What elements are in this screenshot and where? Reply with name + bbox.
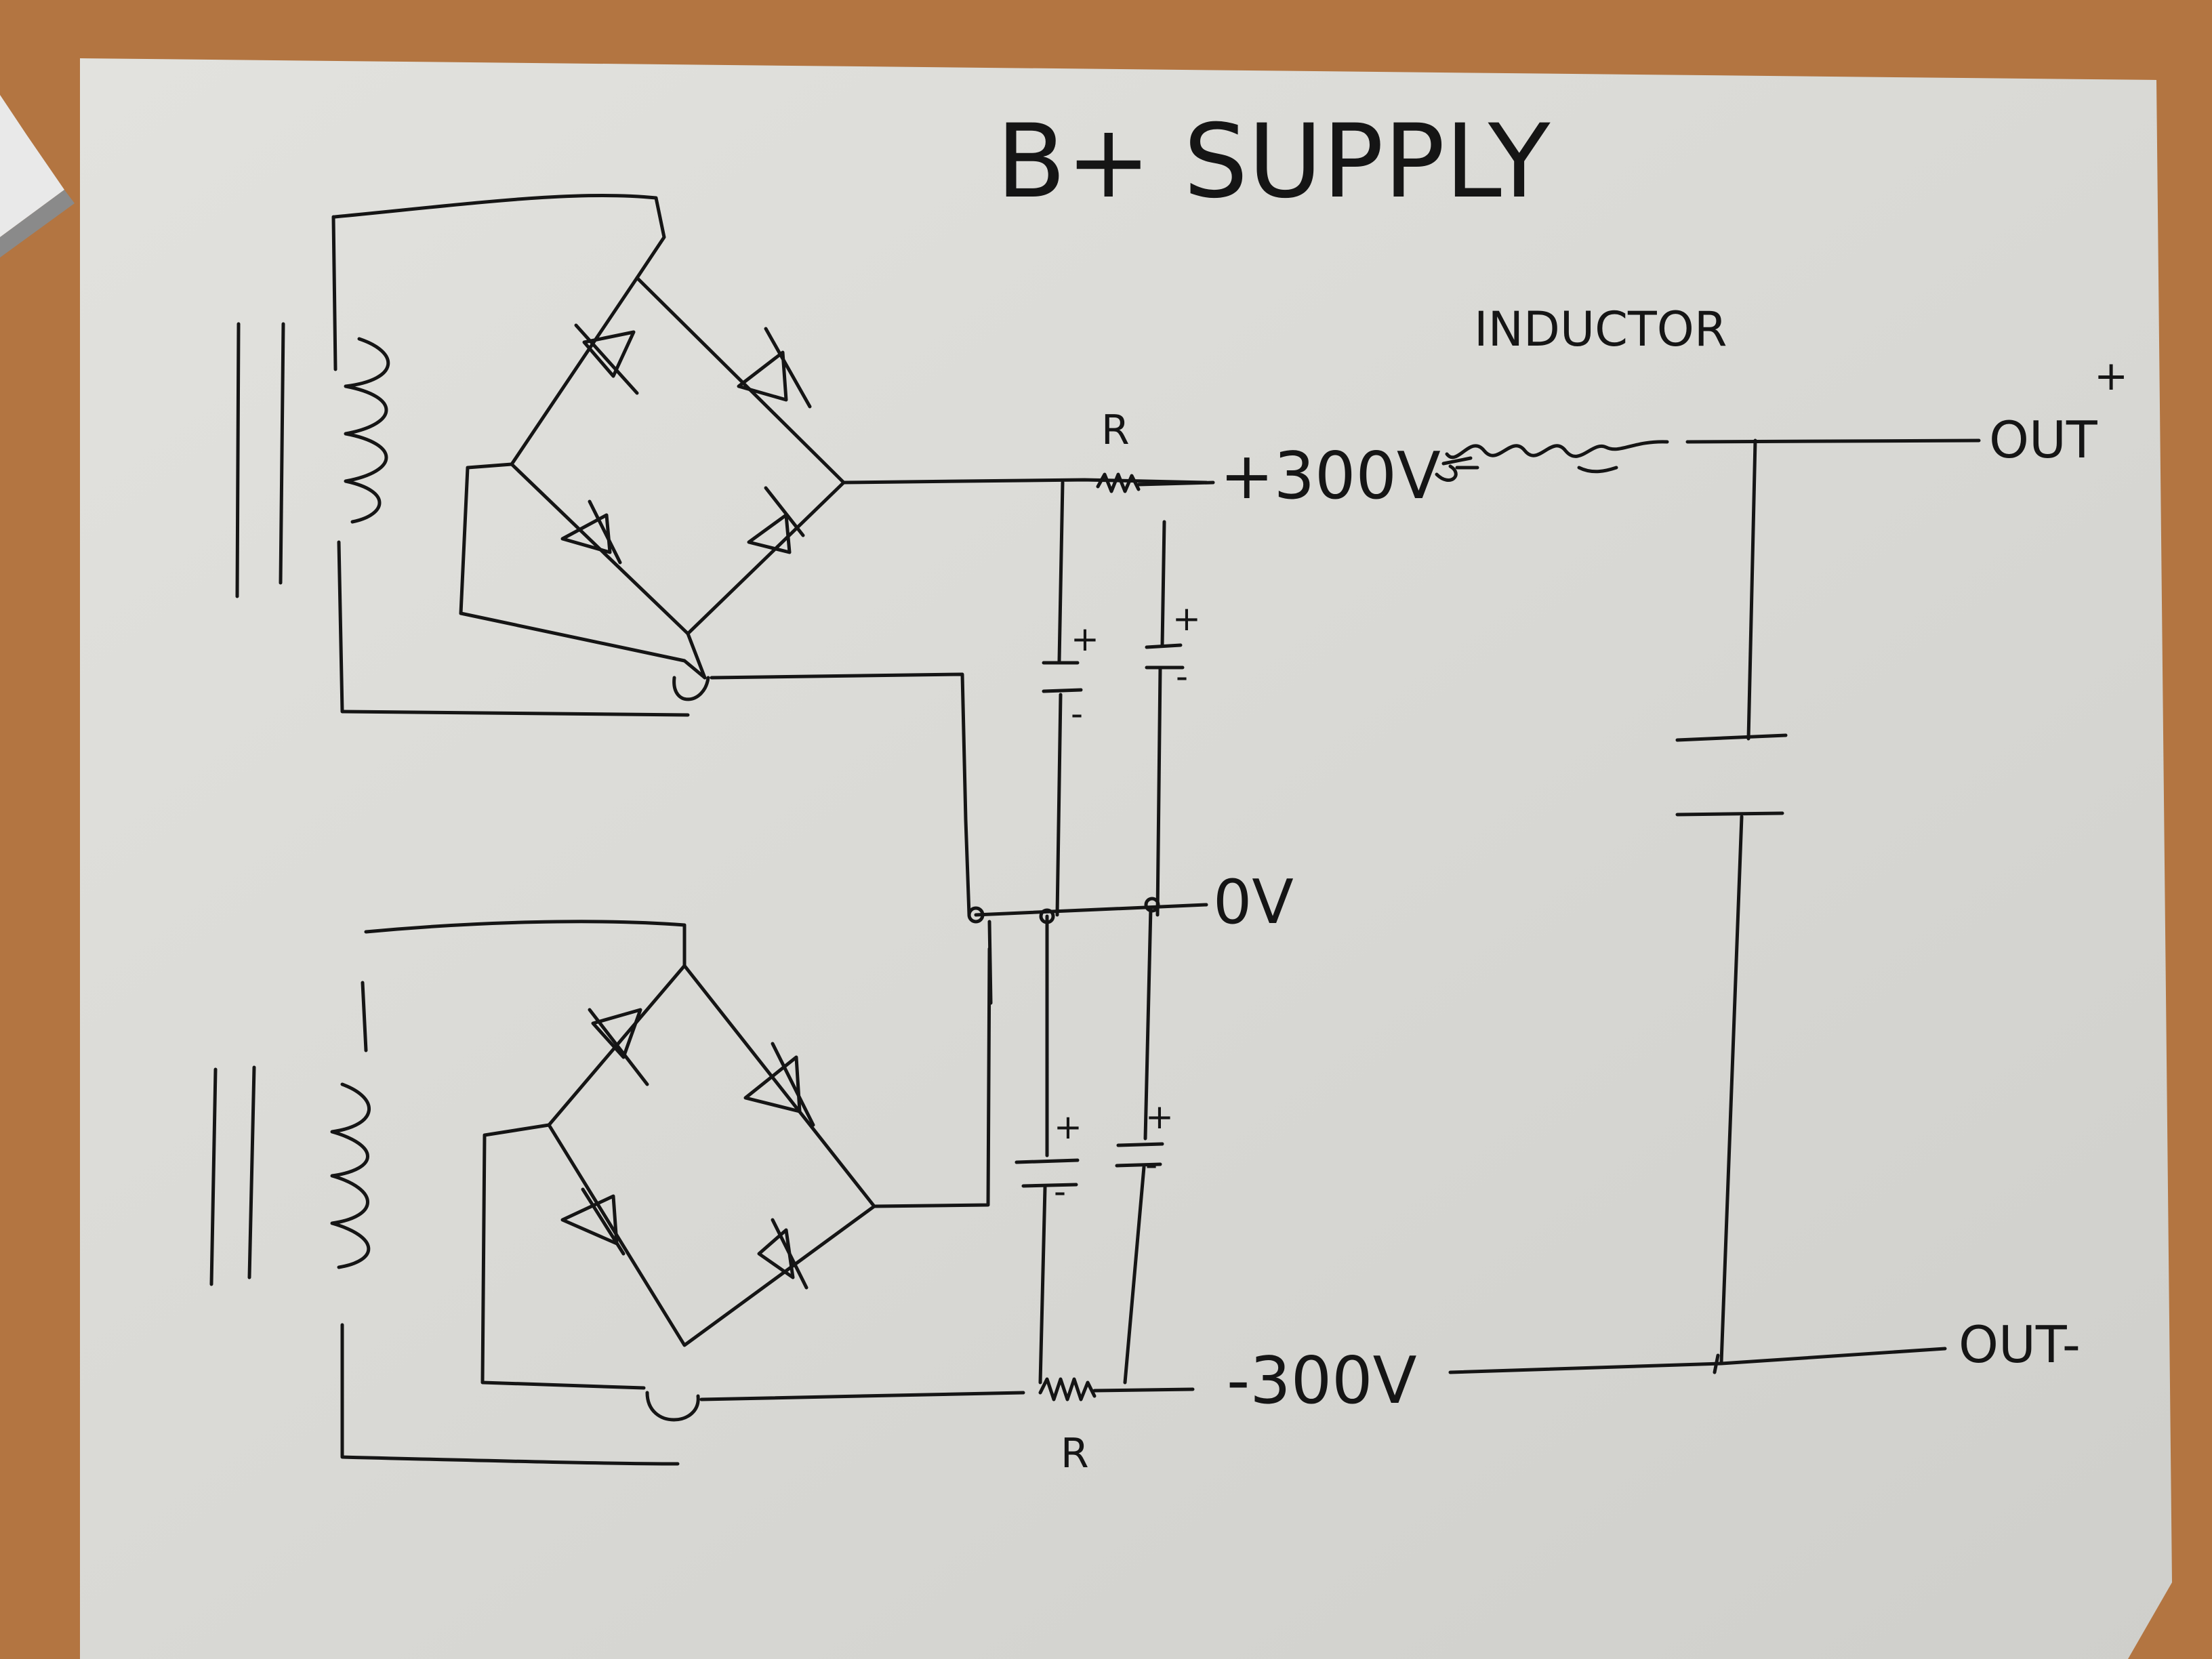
zero-volt-label: 0V bbox=[1213, 867, 1294, 938]
output-cap-plate-bottom bbox=[1675, 811, 1784, 817]
cap-plus-mark-3: + bbox=[1054, 1107, 1082, 1147]
inductor-label: INDUCTOR bbox=[1474, 302, 1727, 357]
resistor-top-label: R bbox=[1101, 407, 1130, 454]
cap-minus-mark-3: - bbox=[1054, 1172, 1066, 1211]
output-cap-plate-top bbox=[1675, 733, 1788, 742]
zero-volt-rail bbox=[974, 903, 1208, 917]
cap-plus-mark-2: + bbox=[1172, 599, 1201, 638]
minus-300v-label: -300V bbox=[1227, 1344, 1417, 1418]
white-object-shadow bbox=[0, 190, 75, 258]
out-minus-label: OUT- bbox=[1959, 1315, 2081, 1374]
bottom-left-capacitor bbox=[1015, 914, 1080, 1385]
cap-plus-mark-1: + bbox=[1071, 619, 1099, 659]
top-right-capacitor bbox=[1145, 520, 1185, 917]
schematic-ink bbox=[209, 193, 1981, 1466]
inductor-coil bbox=[1445, 440, 1669, 459]
cap-minus-mark-4: - bbox=[1145, 1145, 1158, 1184]
out-plus-sign: + bbox=[2094, 352, 2128, 400]
out-plus-line bbox=[1685, 438, 1981, 444]
bottom-resistor bbox=[1038, 1377, 1097, 1401]
diagram-title: B+ SUPPLY bbox=[996, 103, 1551, 221]
out-minus-line bbox=[1448, 1347, 1947, 1374]
lower-bridge bbox=[480, 947, 1025, 1422]
plus-300v-label: +300V bbox=[1220, 439, 1441, 514]
paper-sheet bbox=[80, 58, 2172, 1659]
plus-rail bbox=[1136, 480, 1215, 487]
output-cap-bottom-lead bbox=[1719, 815, 1744, 1364]
minus-rail bbox=[1092, 1387, 1195, 1393]
bottom-right-capacitor bbox=[1115, 906, 1164, 1385]
upper-transformer bbox=[235, 193, 690, 717]
top-resistor bbox=[1096, 472, 1141, 493]
upper-bridge bbox=[459, 276, 1208, 917]
resistor-bottom-label: R bbox=[1061, 1430, 1089, 1477]
output-cap-top-lead bbox=[1746, 438, 1757, 741]
cap-minus-mark-2: - bbox=[1176, 657, 1188, 696]
out-plus-label: OUT bbox=[1989, 410, 2098, 470]
lower-transformer bbox=[209, 920, 687, 1466]
cap-minus-mark-1: - bbox=[1071, 694, 1083, 733]
cap-plus-mark-4: + bbox=[1145, 1097, 1174, 1136]
top-left-capacitor bbox=[1042, 480, 1083, 917]
